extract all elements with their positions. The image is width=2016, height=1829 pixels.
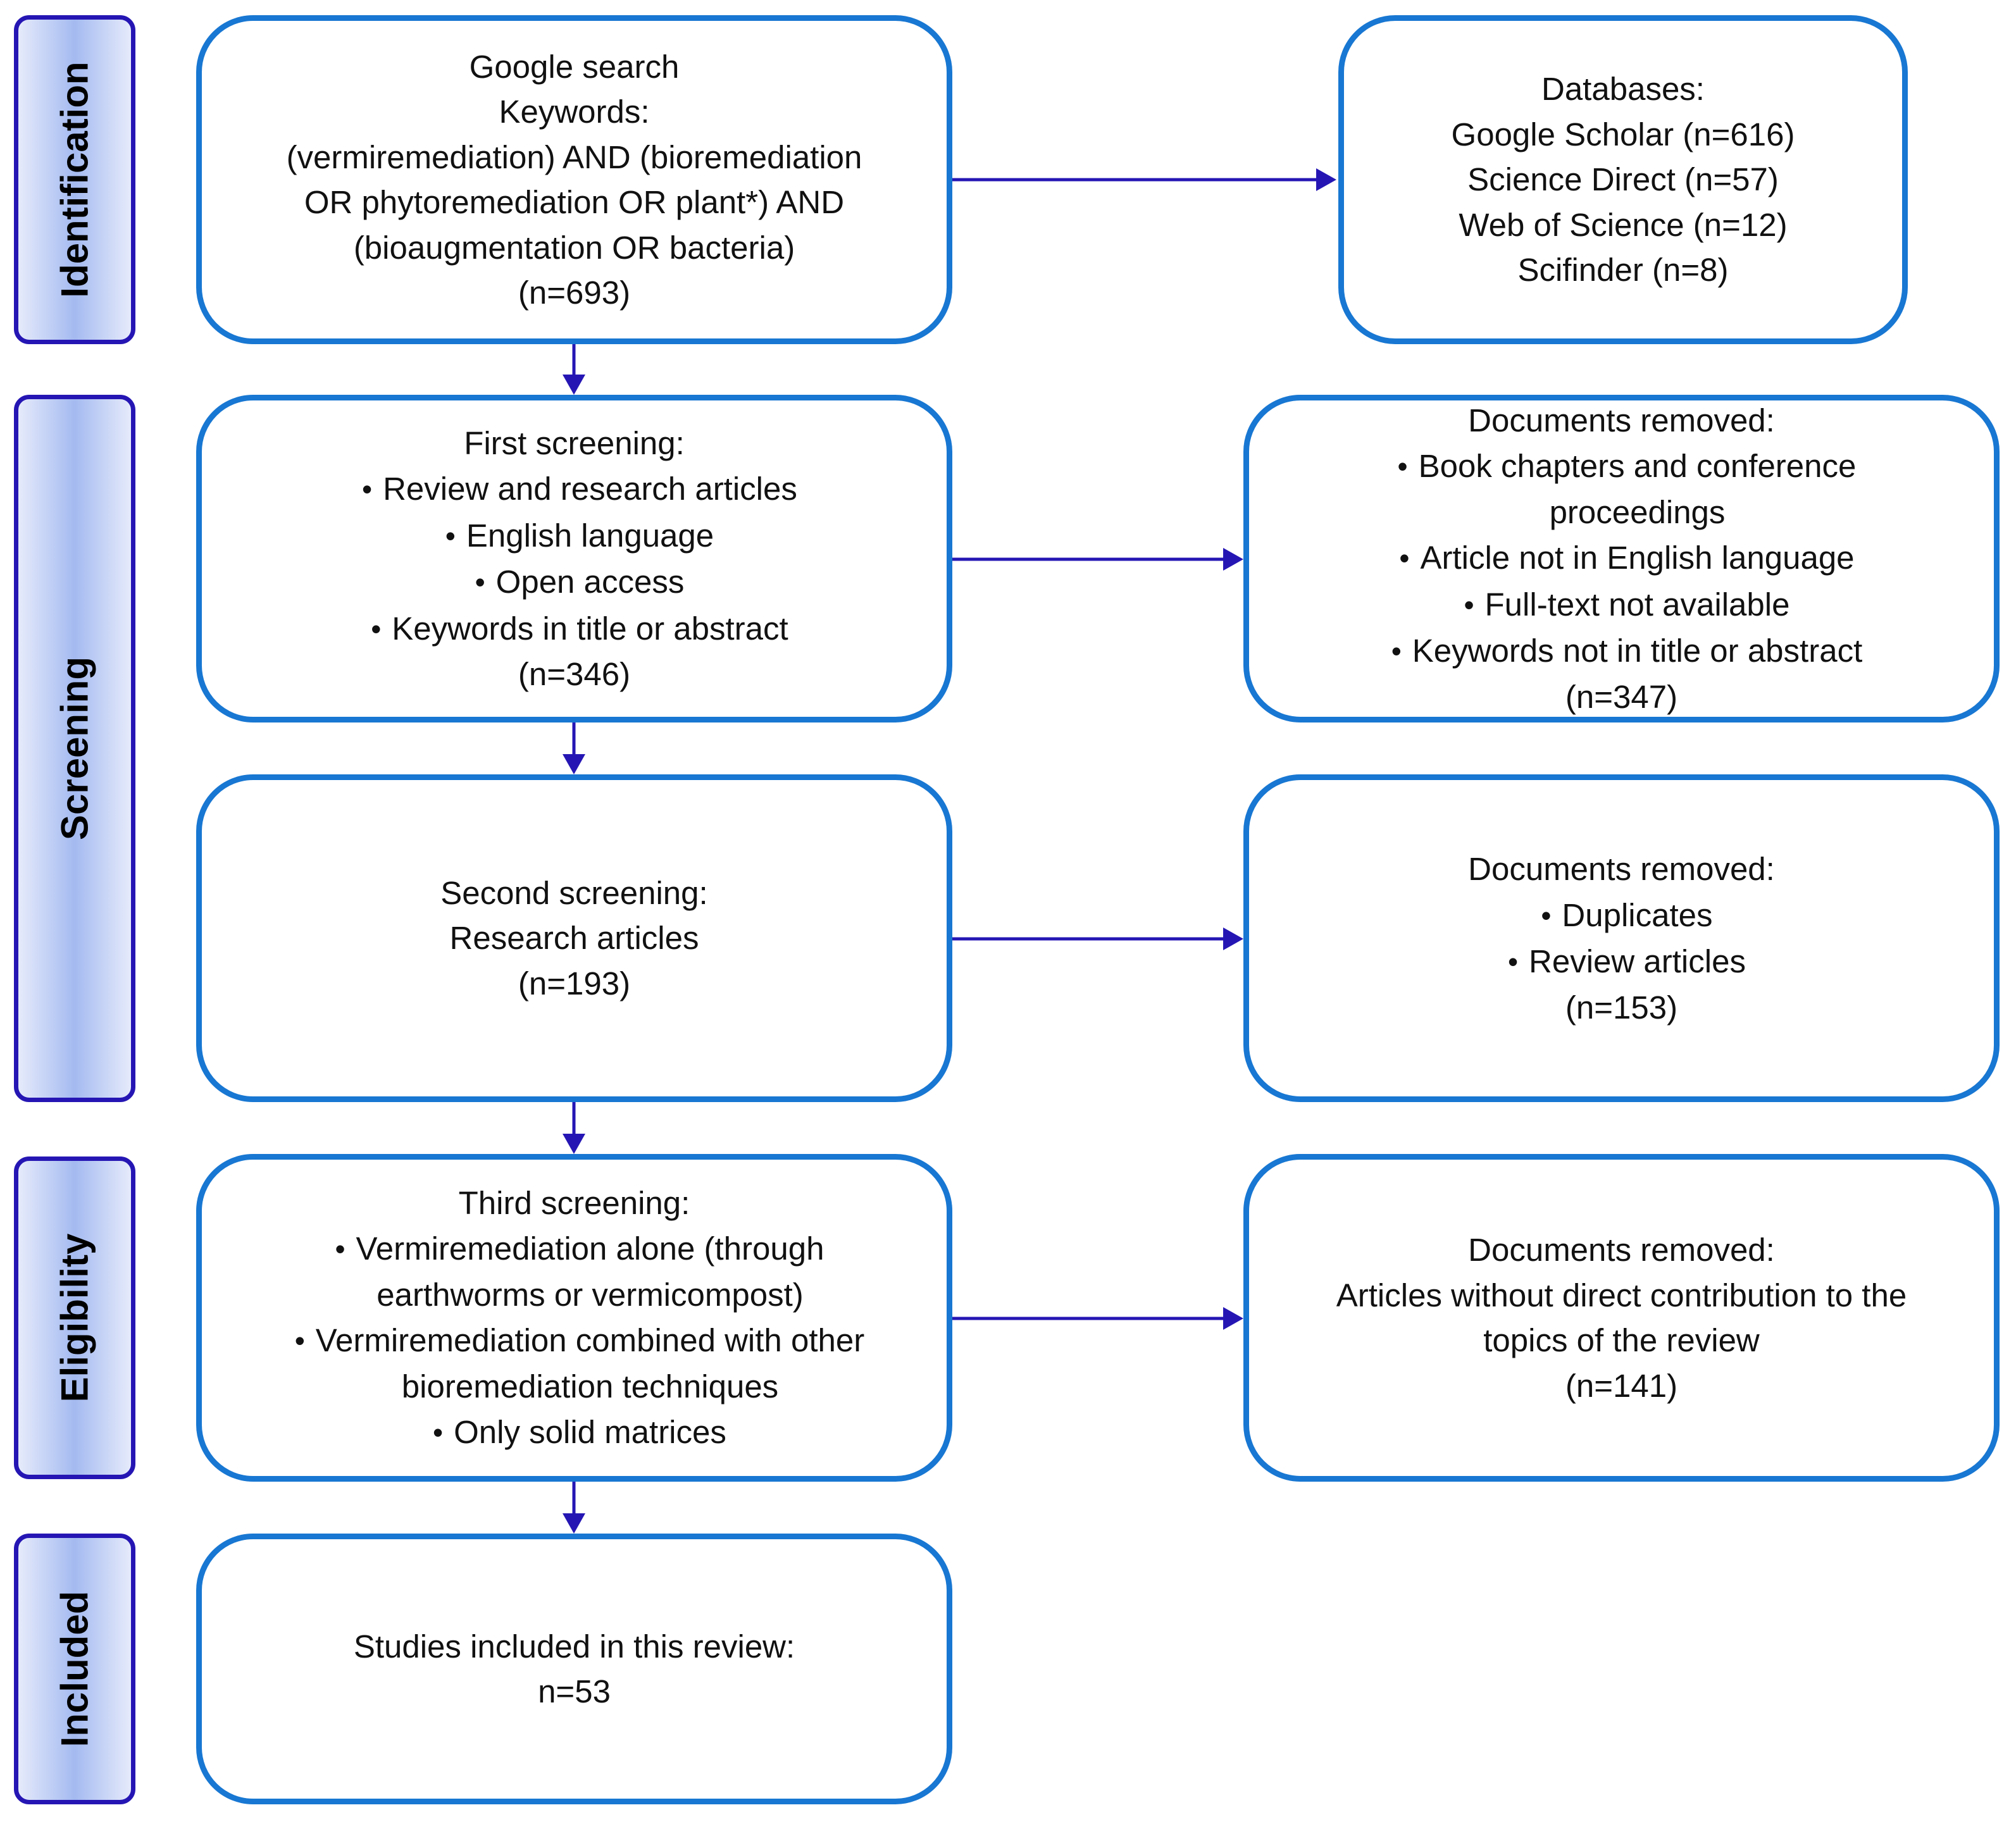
- bullet-icon: [360, 605, 392, 652]
- bullet-icon: [284, 1317, 316, 1364]
- third-screening-box: Third screening: Vermiremediation alone …: [196, 1154, 952, 1482]
- bullet-item: Review and research articles: [351, 466, 797, 512]
- arrowhead: [1223, 548, 1243, 571]
- box-line: Web of Science (n=12): [1459, 206, 1788, 243]
- bullet-text: Review articles: [1529, 943, 1746, 979]
- bullet-icon: [325, 1225, 356, 1272]
- bullet-icon: [1453, 581, 1485, 628]
- bullet-text: Duplicates: [1562, 896, 1713, 933]
- documents-removed-box-1: Documents removed: Book chapters and con…: [1243, 395, 2000, 722]
- arrowhead: [563, 1513, 585, 1534]
- stage-label: Eligibility: [53, 1233, 96, 1403]
- second-screening-box: Second screening: Research articles (n=1…: [196, 774, 952, 1102]
- bullet-icon: [1388, 535, 1420, 581]
- bullet-item: Open access: [351, 559, 797, 605]
- box-title: Documents removed:: [1468, 1232, 1775, 1268]
- box-count: (n=346): [518, 656, 631, 692]
- bullet-text: Open access: [495, 564, 685, 600]
- bullet-item: Vermiremediation combined with other: [284, 1317, 864, 1364]
- box-title: Documents removed:: [1468, 402, 1775, 438]
- arrowhead: [1316, 168, 1336, 191]
- bullet-text: Vermiremediation combined with other: [315, 1322, 865, 1358]
- box-count: (n=141): [1565, 1367, 1678, 1404]
- bullet-item: Keywords in title or abstract: [351, 605, 797, 652]
- databases-box: Databases: Google Scholar (n=616) Scienc…: [1338, 15, 1908, 344]
- bullet-icon: [422, 1409, 454, 1456]
- bullet-text: Review and research articles: [383, 471, 797, 507]
- box-line: Keywords:: [499, 94, 650, 130]
- google-search-box: Google search Keywords: (vermiremediatio…: [196, 15, 952, 344]
- first-screening-box: First screening: Review and research art…: [196, 395, 952, 722]
- arrowhead: [563, 375, 585, 395]
- bullet-item: Article not in English language: [1381, 535, 1863, 581]
- bullet-text: Book chapters and conference: [1418, 448, 1857, 485]
- stage-label: Included: [53, 1590, 96, 1747]
- arrowhead: [1223, 927, 1243, 950]
- bullet-item: Only solid matrices: [284, 1409, 864, 1456]
- bullet-icon: [435, 512, 466, 559]
- bullet-item: Full-text not available: [1381, 581, 1863, 628]
- bullet-text: Keywords in title or abstract: [392, 610, 788, 647]
- box-line: Articles without direct contribution to …: [1336, 1277, 1907, 1313]
- bullet-text: Keywords not in title or abstract: [1412, 633, 1863, 669]
- documents-removed-box-3: Documents removed: Articles without dire…: [1243, 1154, 2000, 1482]
- box-line: Google search: [469, 48, 680, 85]
- bullet-continuation: bioremediation techniques: [401, 1368, 779, 1404]
- stage-identification: Identification: [14, 15, 135, 344]
- bullet-text: Full-text not available: [1484, 586, 1790, 623]
- bullet-item: Review articles: [1468, 938, 1775, 985]
- bullet-icon: [1497, 938, 1529, 985]
- stage-label: Identification: [53, 61, 96, 298]
- bullet-icon: [1387, 443, 1419, 490]
- box-count: (n=153): [1565, 989, 1678, 1026]
- bullet-icon: [1530, 892, 1562, 939]
- box-line: Research articles: [449, 920, 699, 957]
- arrowhead: [563, 1134, 585, 1154]
- bullet-continuation: earthworms or vermicompost): [376, 1276, 804, 1313]
- box-line: (vermiremediation) AND (bioremediation: [286, 139, 862, 175]
- bullet-icon: [464, 559, 496, 605]
- box-title: Second screening:: [440, 874, 708, 911]
- bullet-item: English language: [351, 512, 797, 559]
- box-title: Third screening:: [458, 1184, 690, 1221]
- box-line: Databases:: [1541, 71, 1705, 108]
- bullet-text: Vermiremediation alone (through: [356, 1231, 824, 1267]
- bullet-continuation: proceedings: [1549, 493, 1726, 530]
- bullet-icon: [351, 466, 383, 512]
- stage-label: Screening: [53, 656, 96, 841]
- bullet-text: Article not in English language: [1420, 540, 1855, 576]
- stage-included: Included: [14, 1534, 135, 1804]
- documents-removed-box-2: Documents removed: Duplicates Review art…: [1243, 774, 2000, 1102]
- box-line: Scifinder (n=8): [1517, 252, 1729, 288]
- box-line: Google Scholar (n=616): [1451, 116, 1795, 152]
- box-line: Science Direct (n=57): [1467, 161, 1779, 198]
- bullet-item: Duplicates: [1468, 892, 1775, 939]
- stage-eligibility: Eligibility: [14, 1156, 135, 1479]
- box-count: (n=693): [518, 275, 631, 311]
- box-line: OR phytoremediation OR plant*) AND: [304, 184, 845, 220]
- box-line: (bioaugmentation OR bacteria): [353, 229, 795, 266]
- bullet-item: Vermiremediation alone (through: [284, 1225, 864, 1272]
- bullet-item: Keywords not in title or abstract: [1381, 628, 1863, 674]
- box-count: (n=193): [518, 965, 631, 1001]
- studies-included-box: Studies included in this review: n=53: [196, 1534, 952, 1804]
- bullet-text: Only solid matrices: [454, 1414, 726, 1450]
- bullet-item: Book chapters and conference: [1381, 443, 1863, 490]
- bullet-text: English language: [466, 517, 714, 554]
- box-title: Documents removed:: [1468, 851, 1775, 887]
- box-count: (n=347): [1565, 678, 1678, 715]
- box-title: First screening:: [464, 425, 685, 461]
- box-line: topics of the review: [1483, 1322, 1760, 1358]
- arrowhead: [563, 754, 585, 774]
- bullet-icon: [1381, 628, 1412, 674]
- box-count: n=53: [538, 1673, 611, 1709]
- stage-screening: Screening: [14, 395, 135, 1102]
- arrowhead: [1223, 1307, 1243, 1330]
- box-title: Studies included in this review:: [353, 1628, 795, 1665]
